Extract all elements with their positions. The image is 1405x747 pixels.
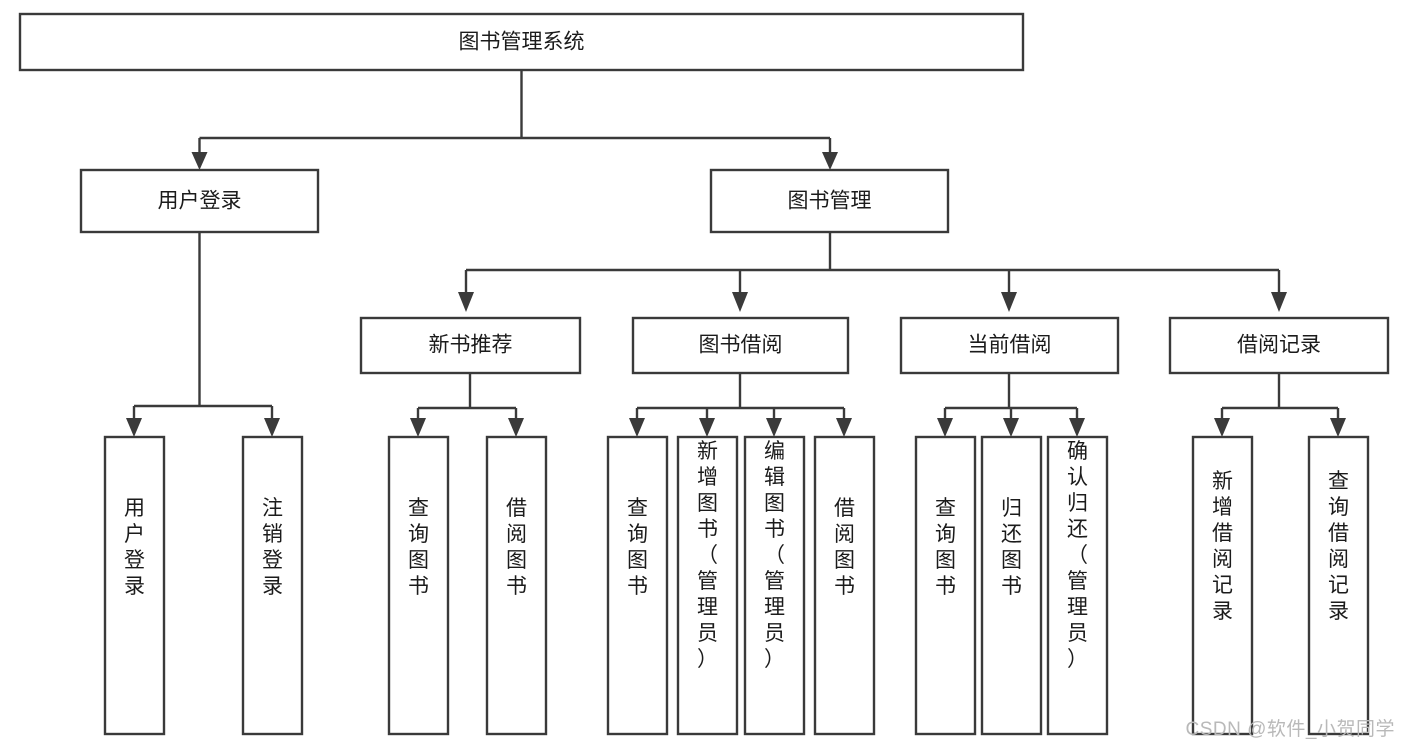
- node-leaf-borrow-book-2-label: 借阅图书: [834, 497, 855, 598]
- arrowhead-current-borrow: [1001, 292, 1017, 312]
- node-root[interactable]: 图书管理系统: [18, 12, 1025, 72]
- connector-group-new-book-recommend: [410, 373, 524, 437]
- node-leaf-logout-login[interactable]: 注销登录: [241, 435, 304, 736]
- node-book-management[interactable]: 图书管理: [709, 168, 950, 234]
- node-leaf-borrow-book-1[interactable]: 借阅图书: [485, 435, 548, 736]
- node-user-login-label: 用户登录: [158, 190, 242, 213]
- arrowhead-leaf-borrow-book-1: [508, 418, 524, 437]
- node-book-management-label: 图书管理: [788, 190, 872, 213]
- node-user-login-box[interactable]: [79, 168, 320, 234]
- node-borrow-record-box[interactable]: [1168, 316, 1390, 375]
- node-leaf-logout-login-label: 注销登录: [262, 497, 283, 598]
- node-leaf-add-borrow-record-box[interactable]: [1191, 435, 1254, 736]
- connector-group-current-borrow: [937, 373, 1085, 437]
- node-leaf-edit-book-admin-label: 编辑图书（管理员）: [764, 440, 785, 671]
- node-root-box[interactable]: [18, 12, 1025, 72]
- node-borrow-record-label: 借阅记录: [1237, 334, 1321, 357]
- node-leaf-query-borrow-record-label: 查询借阅记录: [1328, 470, 1349, 623]
- connector-group-borrow-record: [1214, 373, 1346, 437]
- arrowhead-borrow-record: [1271, 292, 1287, 312]
- node-book-borrow-box[interactable]: [631, 316, 850, 375]
- node-leaf-add-book-admin-box[interactable]: [676, 435, 739, 736]
- arrowhead-leaf-borrow-book-2: [836, 418, 852, 437]
- arrowhead-leaf-query-book-2: [629, 418, 645, 437]
- node-leaf-user-login-label: 用户登录: [124, 497, 145, 598]
- node-borrow-record[interactable]: 借阅记录: [1168, 316, 1390, 375]
- node-leaf-query-book-1-label: 查询图书: [408, 497, 429, 598]
- node-leaf-add-book-admin-label: 新增图书（管理员）: [697, 440, 718, 671]
- node-book-borrow-label: 图书借阅: [699, 334, 783, 357]
- node-leaf-confirm-return-admin[interactable]: 确认归还（管理员）: [1046, 435, 1109, 736]
- node-leaf-query-book-2-label: 查询图书: [627, 497, 648, 598]
- connector-group-book-management: [458, 232, 1287, 312]
- node-leaf-query-book-2-box[interactable]: [606, 435, 669, 736]
- node-current-borrow-label: 当前借阅: [968, 334, 1052, 357]
- node-leaf-return-book-label: 归还图书: [1001, 497, 1022, 598]
- node-leaf-return-book-box[interactable]: [980, 435, 1043, 736]
- node-leaf-confirm-return-admin-label: 确认归还（管理员）: [1067, 440, 1088, 671]
- arrowhead-leaf-add-book-admin: [699, 418, 715, 437]
- arrowhead-leaf-add-borrow-record: [1214, 418, 1230, 437]
- arrowhead-leaf-query-book-3: [937, 418, 953, 437]
- node-leaf-query-book-3[interactable]: 查询图书: [914, 435, 977, 736]
- node-book-management-box[interactable]: [709, 168, 950, 234]
- arrowhead-leaf-confirm-return-admin: [1069, 418, 1085, 437]
- node-leaf-return-book[interactable]: 归还图书: [980, 435, 1043, 736]
- arrowhead-leaf-query-book-1: [410, 418, 426, 437]
- arrowhead-leaf-return-book: [1003, 418, 1019, 437]
- node-new-book-recommend[interactable]: 新书推荐: [359, 316, 582, 375]
- node-new-book-recommend-label: 新书推荐: [429, 334, 513, 357]
- node-leaf-borrow-book-2[interactable]: 借阅图书: [813, 435, 876, 736]
- arrowhead-book-borrow: [732, 292, 748, 312]
- node-leaf-query-book-2[interactable]: 查询图书: [606, 435, 669, 736]
- node-current-borrow-box[interactable]: [899, 316, 1120, 375]
- node-root-label: 图书管理系统: [459, 31, 585, 54]
- node-leaf-logout-login-box[interactable]: [241, 435, 304, 736]
- node-leaf-edit-book-admin[interactable]: 编辑图书（管理员）: [743, 435, 806, 736]
- connector-group-root: [191, 70, 838, 170]
- node-leaf-borrow-book-2-box[interactable]: [813, 435, 876, 736]
- arrowhead-user-login: [191, 152, 208, 170]
- connector-group-book-borrow: [629, 373, 852, 437]
- node-leaf-edit-book-admin-box[interactable]: [743, 435, 806, 736]
- arrowhead-leaf-user-login: [126, 418, 142, 437]
- node-user-login[interactable]: 用户登录: [79, 168, 320, 234]
- node-leaf-confirm-return-admin-box[interactable]: [1046, 435, 1109, 736]
- node-leaf-query-borrow-record-box[interactable]: [1307, 435, 1370, 736]
- node-leaf-add-borrow-record[interactable]: 新增借阅记录: [1191, 435, 1254, 736]
- arrowhead-new-book-recommend: [458, 292, 474, 312]
- node-leaf-borrow-book-1-box[interactable]: [485, 435, 548, 736]
- arrowhead-leaf-edit-book-admin: [766, 418, 782, 437]
- node-book-borrow[interactable]: 图书借阅: [631, 316, 850, 375]
- node-leaf-query-book-1-box[interactable]: [387, 435, 450, 736]
- node-leaf-add-book-admin[interactable]: 新增图书（管理员）: [676, 435, 739, 736]
- node-leaf-query-book-3-box[interactable]: [914, 435, 977, 736]
- arrowhead-leaf-logout-login: [264, 418, 280, 437]
- node-leaf-query-borrow-record[interactable]: 查询借阅记录: [1307, 435, 1370, 736]
- node-leaf-query-book-1[interactable]: 查询图书: [387, 435, 450, 736]
- node-leaf-add-borrow-record-label: 新增借阅记录: [1212, 470, 1233, 623]
- node-leaf-user-login-box[interactable]: [103, 435, 166, 736]
- arrowhead-book-management: [822, 152, 838, 170]
- connector-group-user-login: [126, 232, 280, 437]
- node-current-borrow[interactable]: 当前借阅: [899, 316, 1120, 375]
- arrowhead-leaf-query-borrow-record: [1330, 418, 1346, 437]
- node-new-book-recommend-box[interactable]: [359, 316, 582, 375]
- node-leaf-user-login[interactable]: 用户登录: [103, 435, 166, 736]
- node-leaf-query-book-3-label: 查询图书: [935, 497, 956, 598]
- node-leaf-borrow-book-1-label: 借阅图书: [506, 497, 527, 598]
